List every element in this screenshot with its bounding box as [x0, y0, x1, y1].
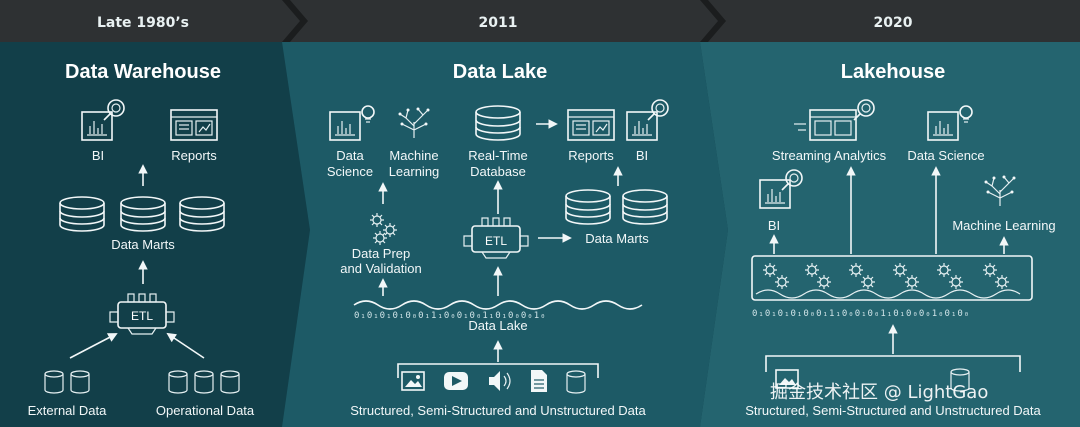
lakehouse-sources-bracket	[765, 355, 1021, 372]
lake-data-science-label-2: Science	[327, 164, 373, 179]
header-chevron-2	[700, 0, 726, 42]
panel-warehouse	[0, 42, 310, 427]
watermark-text: 掘金技术社区 @ LightGao	[770, 382, 988, 403]
warehouse-etl-label: ETL	[131, 309, 153, 323]
title-warehouse: Data Warehouse	[65, 61, 221, 83]
lakehouse-ml-label: Machine Learning	[952, 218, 1055, 233]
panel-lake	[282, 42, 728, 427]
lakehouse-data-science-label: Data Science	[907, 148, 984, 163]
title-lake: Data Lake	[453, 61, 548, 83]
arrow-external-to-etl	[69, 333, 118, 359]
lake-reports-label: Reports	[568, 148, 614, 163]
lake-ml-label-1: Machine	[389, 148, 438, 163]
lake-wave-line	[353, 300, 643, 310]
lakehouse-streaming-icon	[794, 99, 875, 141]
lakehouse-streaming-label: Streaming Analytics	[772, 148, 887, 163]
era-lakehouse: 2020	[874, 15, 913, 31]
era-warehouse: Late 1980’s	[97, 15, 189, 31]
document-icon	[531, 370, 547, 392]
lake-source-icons	[401, 370, 586, 394]
lake-sources-label: Structured, Semi-Structured and Unstruct…	[350, 403, 646, 418]
image-icon	[401, 371, 425, 391]
lake-realtime-label-2: Database	[470, 164, 526, 179]
title-lakehouse: Lakehouse	[841, 61, 945, 83]
warehouse-external-label: External Data	[28, 403, 108, 418]
video-icon	[444, 372, 468, 390]
lake-prep-label-2: and Validation	[340, 261, 421, 276]
lakehouse-bits-text: 0₁0₁0₁0₁0₀0₁1₁0₀0₁0₀1₁0₁0₀0₀1₀0₁0₀	[752, 309, 970, 319]
lakehouse-platform-box	[751, 255, 1033, 301]
warehouse-reports-label: Reports	[171, 148, 217, 163]
lakehouse-source-icons	[775, 368, 970, 392]
audio-icon	[489, 371, 511, 391]
lake-sources-bracket	[397, 363, 599, 378]
era-lake: 2011	[479, 15, 518, 31]
lake-prep-label-1: Data Prep	[352, 246, 411, 261]
header-chevron-1	[282, 0, 308, 42]
lake-bi-label: BI	[636, 148, 648, 163]
lakehouse-bi-label: BI	[768, 218, 780, 233]
header-band	[0, 0, 1080, 42]
warehouse-bi-label: BI	[92, 148, 104, 163]
arrow-operational-to-etl	[166, 332, 205, 359]
lakehouse-sources-label: Structured, Semi-Structured and Unstruct…	[745, 403, 1041, 418]
lake-data-science-label-1: Data	[336, 148, 364, 163]
lake-realtime-label-1: Real-Time	[468, 148, 527, 163]
panel-lakehouse	[700, 42, 1080, 427]
lake-etl-label: ETL	[485, 234, 507, 248]
lakehouse-wave-line	[755, 289, 1021, 299]
warehouse-data-marts-label: Data Marts	[111, 237, 175, 252]
lake-bits-text: 0₁0₁0₁0₁0₀0₁1₁0₀0₁0₀1₁0₁0₀0₀1₀	[354, 311, 547, 321]
warehouse-operational-label: Operational Data	[156, 403, 255, 418]
lake-ml-label-2: Learning	[389, 164, 440, 179]
image-icon	[775, 369, 799, 389]
lake-data-marts-label: Data Marts	[585, 231, 649, 246]
lake-label: Data Lake	[468, 318, 527, 333]
